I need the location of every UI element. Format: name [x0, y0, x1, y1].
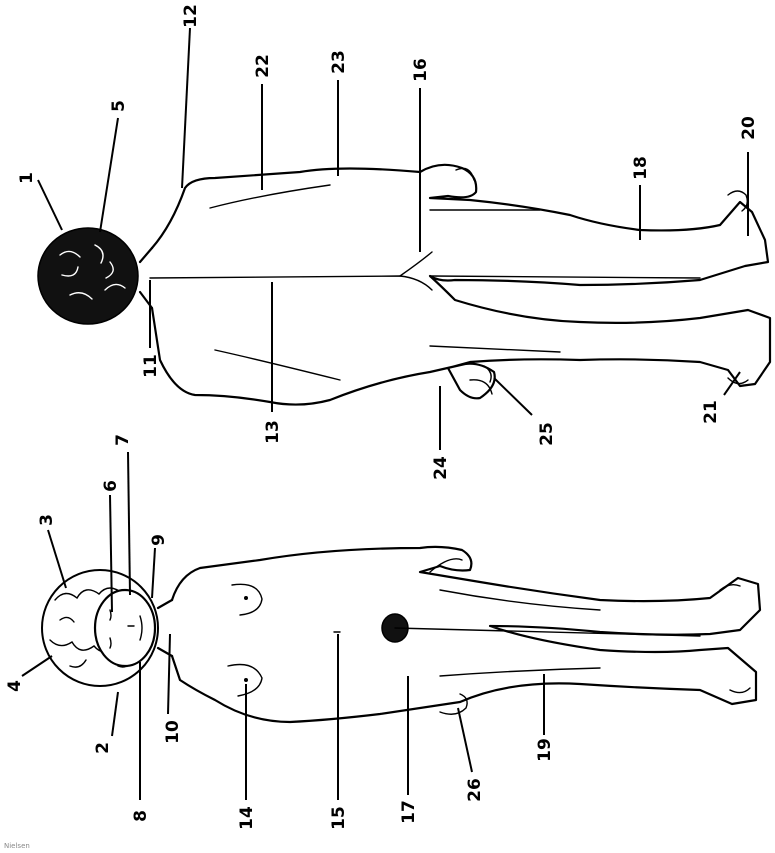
label-8: 8	[131, 810, 151, 822]
label-10: 10	[163, 720, 183, 744]
label-24: 24	[431, 456, 451, 480]
label-18: 18	[631, 156, 651, 180]
front-feet-toes	[720, 585, 750, 693]
label-4: 4	[5, 680, 25, 692]
back-arm-line	[210, 185, 330, 208]
leader-lines	[22, 28, 748, 800]
label-2: 2	[93, 742, 113, 754]
label-11: 11	[141, 354, 161, 378]
label-17: 17	[399, 800, 419, 824]
back-body-outline	[152, 165, 770, 405]
label-25: 25	[537, 422, 557, 446]
label-13: 13	[263, 420, 283, 444]
front-nipple-left	[244, 678, 248, 682]
label-1: 1	[17, 172, 37, 184]
back-buttock-line	[400, 252, 432, 276]
back-feet-toes	[728, 191, 748, 384]
label-23: 23	[329, 50, 349, 74]
front-body-outline	[172, 547, 760, 722]
back-neck-upper	[140, 248, 152, 262]
label-20: 20	[739, 116, 759, 140]
label-22: 22	[253, 54, 273, 78]
label-6: 6	[101, 480, 121, 492]
corner-mark: Nielsen	[4, 842, 30, 850]
front-view-figure	[42, 547, 760, 722]
label-14: 14	[237, 806, 257, 830]
back-arm-line-2	[215, 350, 340, 380]
front-leg-gap	[395, 628, 700, 636]
front-nipple-right	[244, 596, 248, 600]
back-hair	[38, 228, 138, 324]
number-labels: 1 2 3 4 5 6 7 8 9 10 11 12 13 14 15 16 1…	[5, 4, 759, 830]
label-21: 21	[701, 400, 721, 424]
label-15: 15	[329, 806, 349, 830]
back-leg-gap	[430, 276, 700, 278]
label-9: 9	[149, 534, 169, 546]
label-19: 19	[535, 738, 555, 762]
label-12: 12	[181, 4, 201, 28]
label-5: 5	[109, 100, 129, 112]
back-spine-line	[150, 276, 432, 290]
label-26: 26	[465, 778, 485, 802]
label-7: 7	[113, 434, 133, 446]
front-face	[95, 590, 155, 666]
label-16: 16	[411, 58, 431, 82]
label-3: 3	[37, 514, 57, 526]
